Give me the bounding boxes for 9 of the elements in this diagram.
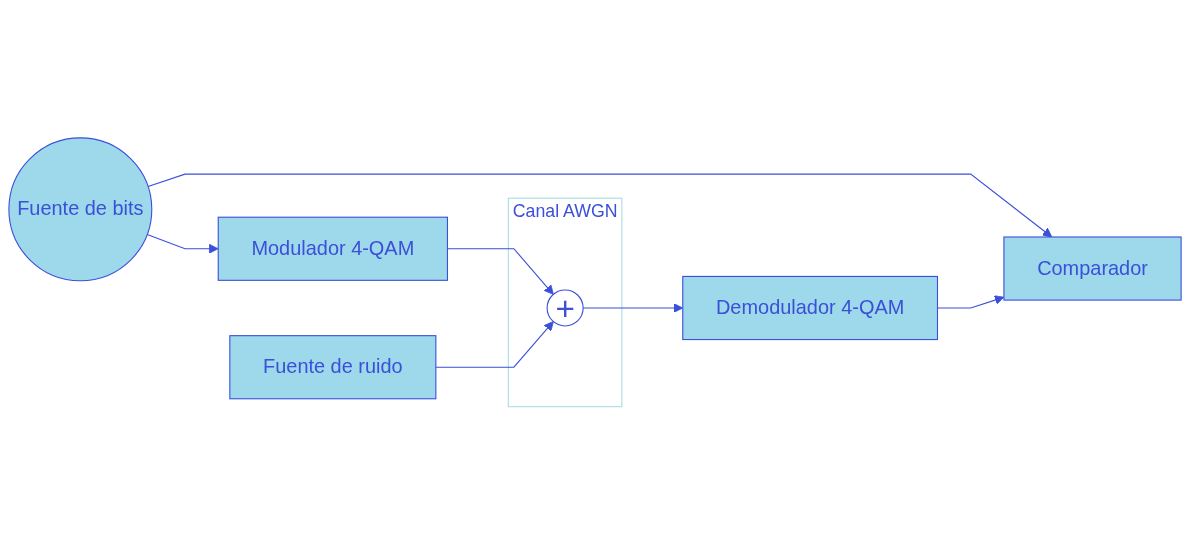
node-box: Demodulador 4-QAM <box>682 275 939 340</box>
node-box: Modulador 4-QAM <box>217 216 449 281</box>
arrow <box>146 233 219 254</box>
arrow <box>435 320 554 368</box>
node-box: Comparador <box>1003 236 1182 301</box>
node-box: Fuente de ruido <box>229 334 437 400</box>
node-circle: + <box>546 289 584 327</box>
arrow <box>147 173 1053 238</box>
node-circle: Fuente de bits <box>8 137 153 282</box>
